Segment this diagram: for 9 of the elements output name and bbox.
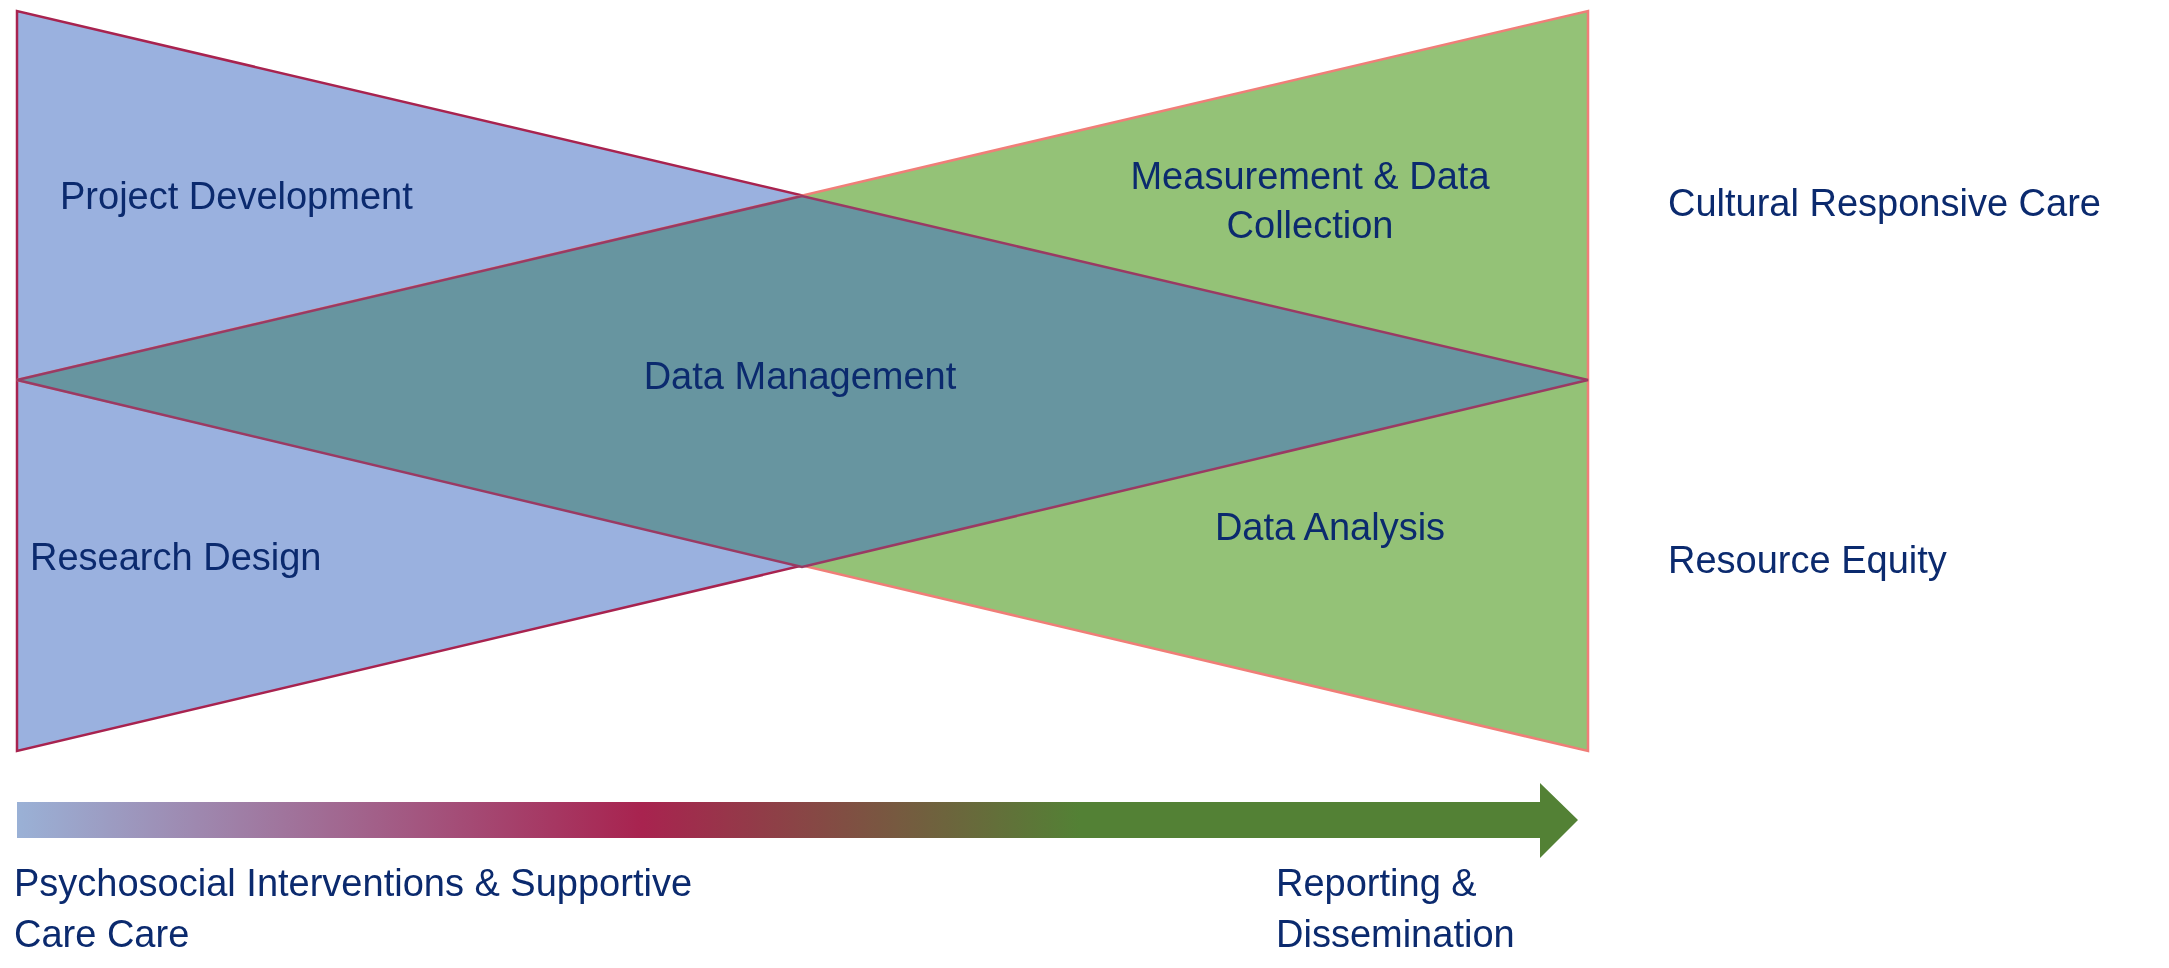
side-label: Psychosocial Interventions & Supportive Care Care bbox=[14, 861, 694, 958]
side-label: Cultural Responsive Care bbox=[1668, 181, 2102, 226]
side-label: Resource Equity bbox=[1668, 538, 1948, 583]
region-label: Project Development bbox=[60, 174, 414, 219]
region-label: Data Management bbox=[642, 354, 958, 399]
side-label: Reporting & Dissemination bbox=[1276, 861, 1516, 958]
region-label: Data Analysis bbox=[1213, 505, 1447, 550]
region-label: Research Design bbox=[30, 535, 323, 580]
region-label: Measurement & Data Collection bbox=[1129, 154, 1491, 249]
